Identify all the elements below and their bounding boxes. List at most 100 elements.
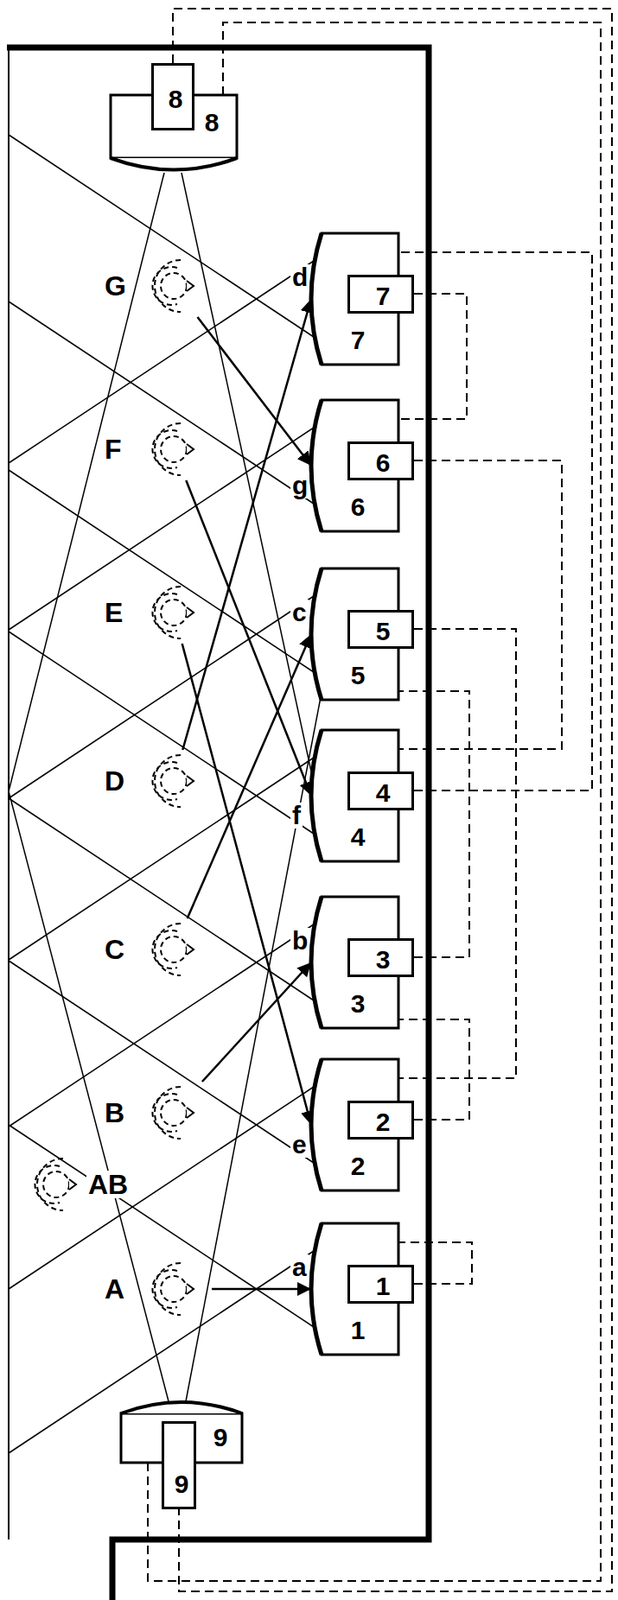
person-figure: G bbox=[90, 254, 212, 318]
head-outline bbox=[160, 1276, 187, 1303]
unit-number: 1 bbox=[375, 1274, 391, 1300]
unit-number: 2 bbox=[350, 1153, 366, 1180]
projector-box: 5 bbox=[347, 610, 415, 650]
point-letter: a bbox=[290, 1255, 309, 1281]
point-letter: g bbox=[290, 472, 310, 499]
unit-number: 7 bbox=[350, 327, 366, 354]
person-figure: C bbox=[90, 918, 212, 982]
point-letter: c bbox=[290, 599, 309, 626]
view-ray bbox=[8, 1125, 322, 1333]
person-label: C bbox=[102, 936, 127, 964]
ear-arc bbox=[152, 930, 178, 969]
view-ray bbox=[185, 656, 329, 1402]
unit-number: 2 bbox=[375, 1109, 391, 1136]
head-outline bbox=[160, 1100, 187, 1127]
signal-wire bbox=[398, 252, 593, 791]
head-outline bbox=[160, 768, 187, 795]
nose-mark bbox=[186, 944, 194, 956]
hair-arc bbox=[37, 1159, 64, 1211]
hair-arc bbox=[154, 1087, 181, 1140]
point-letter: b bbox=[290, 928, 310, 955]
person-figure: B bbox=[90, 1082, 212, 1145]
projector-box: 9 bbox=[161, 1421, 197, 1510]
hair-arc bbox=[154, 423, 181, 476]
head-outline bbox=[160, 436, 187, 463]
ear-arc bbox=[152, 1270, 178, 1309]
ear-arc bbox=[34, 1165, 60, 1205]
view-ray bbox=[8, 752, 322, 961]
gaze-arrow bbox=[211, 1288, 312, 1292]
point-letter: e bbox=[290, 1132, 309, 1159]
screen-surface bbox=[311, 730, 322, 862]
ear-arc bbox=[152, 762, 178, 801]
ear-arc bbox=[152, 593, 178, 632]
view-ray bbox=[8, 301, 322, 510]
unit-number: 1 bbox=[350, 1318, 366, 1345]
ear-arc bbox=[152, 267, 178, 306]
lens-surface bbox=[110, 158, 237, 171]
view-ray bbox=[181, 172, 329, 852]
point-letter: f bbox=[290, 802, 303, 829]
view-ray bbox=[8, 791, 169, 1402]
unit-number: 8 bbox=[204, 109, 220, 136]
projector-box: 4 bbox=[347, 771, 415, 811]
person-figure: F bbox=[90, 418, 212, 481]
person-figure: E bbox=[90, 581, 212, 644]
gaze-arrow bbox=[182, 299, 312, 751]
head-outline bbox=[160, 936, 187, 963]
nose-mark bbox=[186, 776, 194, 787]
screen-surface bbox=[311, 897, 322, 1029]
view-ray bbox=[8, 134, 322, 343]
signal-wire bbox=[398, 691, 470, 958]
projector-box: 8 bbox=[151, 63, 195, 131]
person-label: D bbox=[102, 767, 127, 796]
unit-number: 7 bbox=[375, 283, 391, 310]
unit-number: 4 bbox=[375, 780, 391, 807]
projector-box: 2 bbox=[347, 1101, 415, 1141]
gaze-arrow bbox=[185, 480, 312, 797]
signal-wire bbox=[172, 8, 612, 1593]
person-label: B bbox=[102, 1099, 127, 1128]
nose-mark bbox=[186, 444, 194, 455]
hair-arc bbox=[154, 586, 181, 639]
nose-mark bbox=[186, 1284, 194, 1295]
person-label: E bbox=[102, 598, 125, 627]
view-ray bbox=[8, 798, 322, 1007]
nose-mark bbox=[186, 280, 194, 292]
head-outline bbox=[160, 599, 187, 626]
screen-housing: 99 bbox=[117, 1398, 246, 1464]
view-ray bbox=[8, 1082, 322, 1290]
person-label: A bbox=[102, 1275, 127, 1304]
view-ray bbox=[8, 172, 165, 792]
room-wall bbox=[6, 47, 429, 1600]
ear-arc bbox=[152, 1094, 178, 1133]
unit-number: 9 bbox=[174, 1471, 190, 1498]
lens-surface bbox=[121, 1402, 243, 1415]
screen-housing: 66 bbox=[311, 400, 399, 532]
gaze-arrow bbox=[197, 317, 313, 466]
screen-surface bbox=[311, 1059, 322, 1192]
hair-arc bbox=[154, 260, 181, 313]
hair-arc bbox=[154, 1263, 181, 1316]
projector-box: 6 bbox=[347, 441, 415, 481]
screen-housing: 11 bbox=[311, 1223, 399, 1356]
screen-housing: 55 bbox=[311, 568, 399, 701]
person-label: F bbox=[102, 435, 124, 464]
screen-surface bbox=[311, 568, 322, 701]
screen-surface bbox=[311, 400, 322, 532]
screen-housing: 88 bbox=[107, 95, 241, 175]
unit-number: 5 bbox=[375, 618, 391, 645]
hair-arc bbox=[154, 923, 181, 976]
projector-box: 3 bbox=[347, 938, 415, 978]
nose-mark bbox=[69, 1179, 77, 1191]
person-label: G bbox=[102, 272, 128, 300]
unit-number: 8 bbox=[168, 86, 184, 113]
signal-wire bbox=[398, 460, 562, 750]
person-figure: AB bbox=[17, 1153, 147, 1217]
head-outline bbox=[160, 273, 187, 300]
hair-arc bbox=[154, 755, 181, 808]
projector-box: 7 bbox=[347, 274, 415, 314]
signal-wire bbox=[147, 22, 601, 1582]
